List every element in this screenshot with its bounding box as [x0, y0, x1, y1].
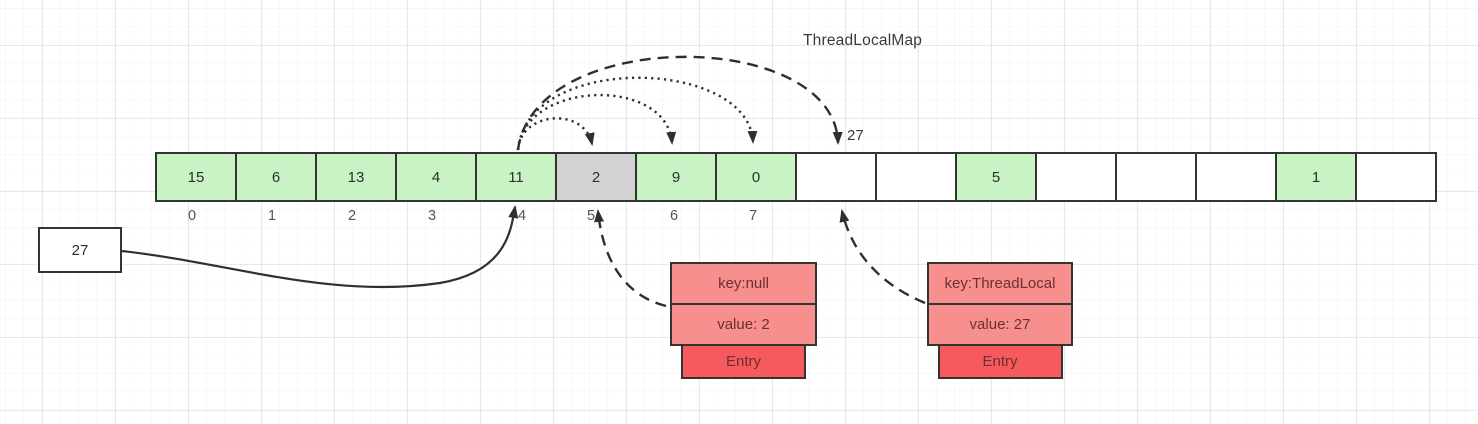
array-cell-9 [875, 152, 957, 202]
entry-null-to-slot5-arrow [594, 209, 667, 308]
entry-value-cell: value: 27 [927, 303, 1073, 346]
array-cell-7: 0 [715, 152, 797, 202]
entry-value-cell: value: 2 [670, 303, 817, 346]
index-label-3: 3 [427, 208, 437, 224]
array-cell-10: 5 [955, 152, 1037, 202]
probe-arc-to-slot8 [516, 55, 843, 151]
hash-array: 15 6 13 4 11 2 9 0 5 1 [155, 152, 1437, 202]
array-cell-6: 9 [635, 152, 717, 202]
array-cell-8 [795, 152, 877, 202]
incoming-value-box: 27 [38, 227, 122, 273]
array-cell-1: 6 [235, 152, 317, 202]
entry-key-cell: key:null [670, 262, 817, 305]
array-cell-13 [1195, 152, 1277, 202]
diagram-title: ThreadLocalMap [803, 32, 923, 49]
array-cell-0: 15 [155, 152, 237, 202]
index-label-0: 0 [187, 208, 197, 224]
probe-arc-to-slot6 [516, 93, 677, 151]
index-label-6: 6 [669, 208, 679, 224]
array-cell-14: 1 [1275, 152, 1357, 202]
probe-arc-to-slot7 [516, 76, 758, 151]
entry-type-label: Entry [937, 344, 1063, 379]
entry-threadlocal-to-slot8-arrow [839, 209, 926, 305]
index-label-5: 5 [586, 208, 596, 224]
array-cell-3: 4 [395, 152, 477, 202]
index-label-7: 7 [748, 208, 758, 224]
value27-to-slot4-arrow [121, 205, 519, 289]
probe-arc-to-slot5 [516, 117, 595, 151]
entry-type-label: Entry [681, 344, 806, 379]
index-label-4: 4 [517, 208, 527, 224]
array-cell-4: 11 [475, 152, 557, 202]
entry-box-null: key:null value: 2 Entry [670, 262, 817, 379]
array-cell-11 [1035, 152, 1117, 202]
probe-target-label: 27 [847, 127, 864, 144]
array-cell-2: 13 [315, 152, 397, 202]
entry-box-threadlocal: key:ThreadLocal value: 27 Entry [927, 262, 1073, 379]
index-label-2: 2 [347, 208, 357, 224]
array-cell-12 [1115, 152, 1197, 202]
index-label-1: 1 [267, 208, 277, 224]
array-cell-15 [1355, 152, 1437, 202]
entry-key-cell: key:ThreadLocal [927, 262, 1073, 305]
array-cell-5: 2 [555, 152, 637, 202]
